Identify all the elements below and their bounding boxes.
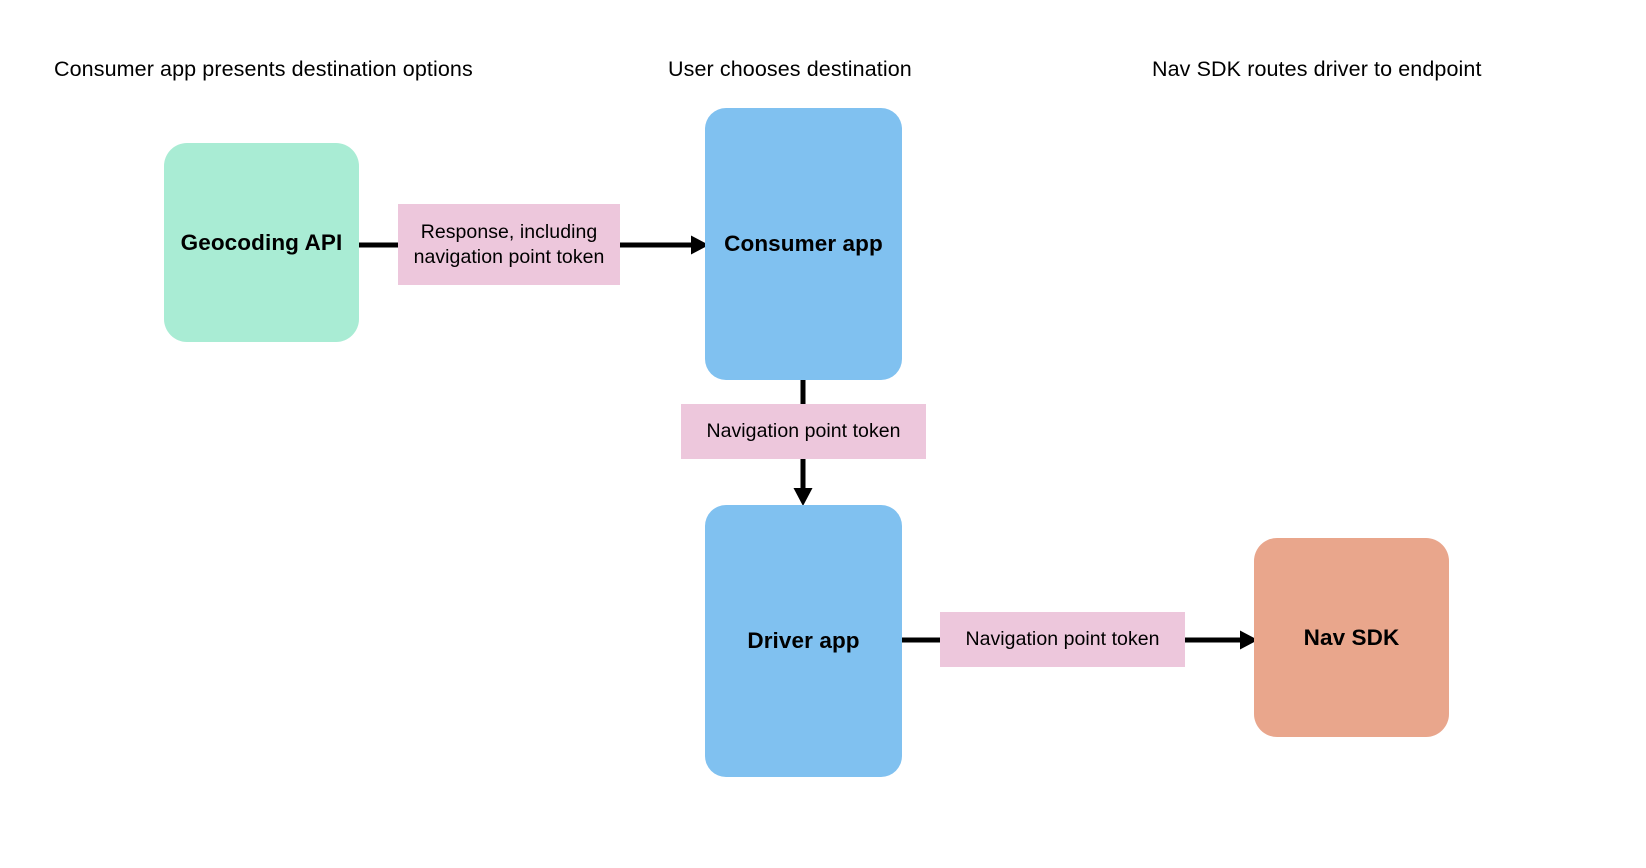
node-label: Geocoding API bbox=[180, 229, 343, 255]
node-label: Consumer app bbox=[724, 231, 883, 256]
edge-label-navigation-point-token-driver-navsdk: Navigation point token bbox=[940, 612, 1185, 667]
arrowhead-right-icon bbox=[691, 235, 709, 255]
edge-label-text: Response, including navigation point tok… bbox=[413, 220, 605, 268]
arrowhead-right-icon bbox=[1240, 630, 1258, 650]
node-label: Driver app bbox=[747, 628, 860, 653]
node-nav-sdk[interactable]: Nav SDK bbox=[1254, 538, 1449, 737]
column-heading-user-chooses: User chooses destination bbox=[668, 57, 912, 81]
edge-label-response-including-navigation-point-token: Response, including navigation point tok… bbox=[398, 204, 620, 285]
edge-label-navigation-point-token-consumer-driver: Navigation point token bbox=[681, 404, 926, 459]
column-heading-navsdk-routes: Nav SDK routes driver to endpoint bbox=[1152, 57, 1482, 81]
node-geocoding-api[interactable]: Geocoding API bbox=[164, 143, 359, 342]
node-driver-app[interactable]: Driver app bbox=[705, 505, 902, 777]
edge-label-text: Navigation point token bbox=[706, 420, 901, 442]
node-consumer-app[interactable]: Consumer app bbox=[705, 108, 902, 380]
column-heading-consumer-options: Consumer app presents destination option… bbox=[54, 57, 473, 81]
node-label: Nav SDK bbox=[1303, 624, 1400, 650]
arrowhead-down-icon bbox=[793, 488, 813, 506]
edge-label-text: Navigation point token bbox=[965, 628, 1160, 650]
